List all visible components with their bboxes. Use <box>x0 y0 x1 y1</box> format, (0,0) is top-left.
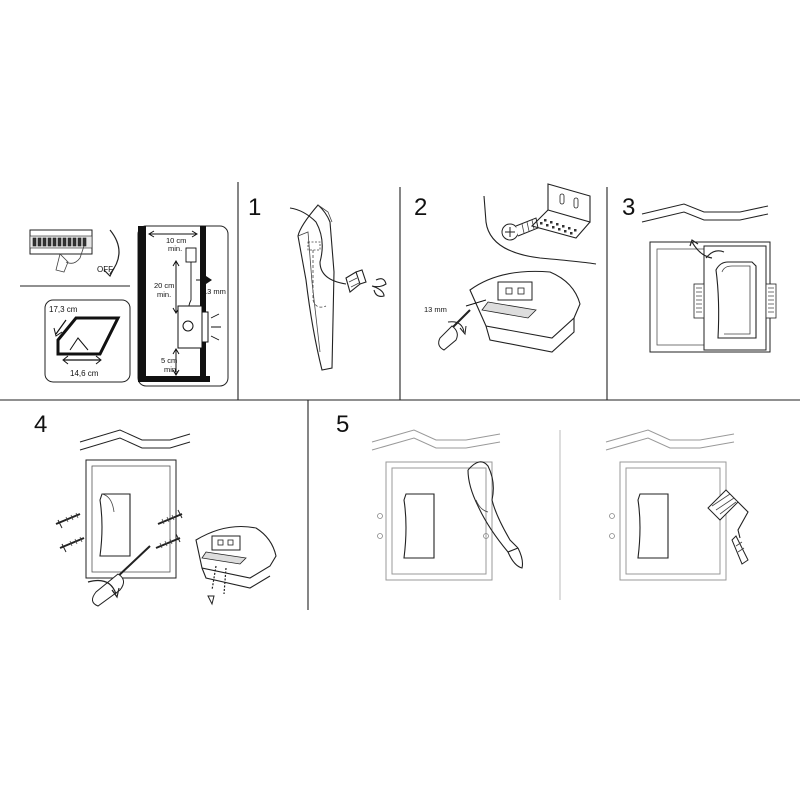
clear-middle-min-label: min. <box>157 290 171 299</box>
switch-state-label: OFF <box>97 265 113 274</box>
step-3-panel: 3 <box>622 194 777 353</box>
screw-icon <box>155 533 181 549</box>
screwdriver-icon <box>87 545 151 607</box>
clear-bottom-min-label: min. <box>164 365 178 374</box>
clear-top-min-label: min. <box>168 244 182 253</box>
panel-dividers <box>0 182 800 610</box>
clear-bottom-label: 5 cm <box>161 356 177 365</box>
circuit-breaker <box>29 229 93 273</box>
height-arrow-icon <box>55 319 67 335</box>
insert-arrow-icon <box>691 241 713 259</box>
opening-height-label: 17,3 cm <box>49 305 78 314</box>
paint-roller-icon <box>707 489 749 565</box>
screw-icon <box>55 512 81 529</box>
step-5-panel: 5 <box>336 411 749 581</box>
screw-icon <box>157 509 183 525</box>
screw-icon <box>501 217 539 241</box>
step-number: 5 <box>336 411 349 438</box>
opening-width-label: 14,6 cm <box>70 369 99 378</box>
clear-middle-label: 20 cm <box>154 281 174 290</box>
mounting-bracket-icon <box>530 183 591 239</box>
bracket-assembly <box>195 525 277 606</box>
screwdriver-icon <box>438 309 471 351</box>
prep-panel: OFF 17,3 cm 14,6 cm <box>20 225 229 387</box>
lamp-body <box>693 245 777 351</box>
step-number: 4 <box>34 411 47 438</box>
step-number: 1 <box>248 194 261 221</box>
filler-tube-icon <box>467 461 524 569</box>
wall-depth-label: 13 mm <box>203 287 226 296</box>
step-1-panel: 1 <box>248 194 387 371</box>
screw-icon <box>59 536 85 553</box>
step-number: 2 <box>414 194 427 221</box>
depth-label: 13 mm <box>424 305 447 314</box>
clearance-box: 10 cm min. 20 cm min. 13 mm 5 cm <box>137 225 229 387</box>
step-number: 3 <box>622 194 635 221</box>
step-2-panel: 2 <box>414 183 597 353</box>
bracket-assembly <box>469 270 581 353</box>
opening-size-box: 17,3 cm 14,6 cm <box>44 299 131 383</box>
connector-icon <box>345 269 387 297</box>
step-4-panel: 4 <box>34 411 277 607</box>
clear-top-label: 10 cm <box>166 236 186 245</box>
